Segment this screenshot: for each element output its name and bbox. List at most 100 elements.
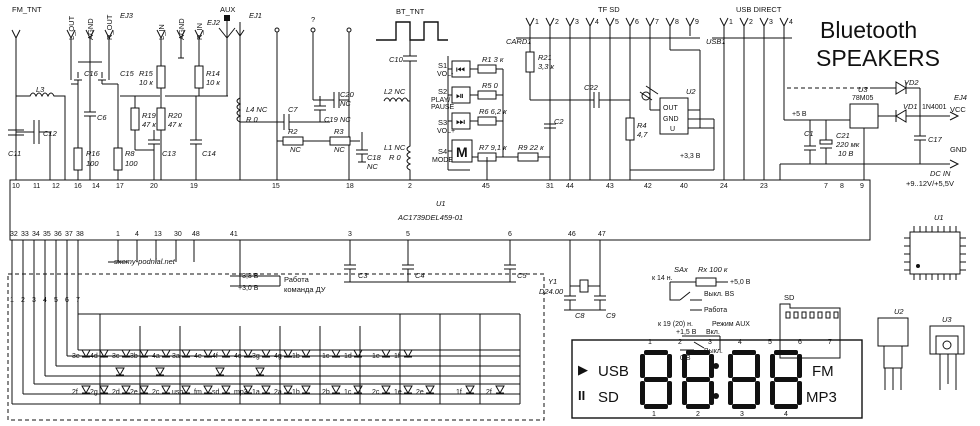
label-r2: R2 <box>288 127 298 136</box>
ic-top-pin: 9 <box>860 183 864 190</box>
label-u2-package: U2 <box>894 307 904 316</box>
led-diode <box>243 385 253 395</box>
segment-bar <box>709 354 714 378</box>
segment-bar <box>640 381 645 405</box>
label-sd-card: SD <box>784 293 795 302</box>
segment-label: 3a <box>172 353 180 360</box>
segment-label: 1a <box>252 389 260 396</box>
segment-label: 4a <box>152 353 160 360</box>
label-r-out: R_OUT <box>105 14 114 40</box>
ic-top-pin: 8 <box>840 183 844 190</box>
label-c12: C12 <box>43 129 58 138</box>
display-digit-pin: 4 <box>784 411 788 418</box>
label-s2-function: PLAY/ <box>431 97 450 104</box>
ic-top-pin: 24 <box>720 183 728 190</box>
led-diode <box>203 349 213 359</box>
label-s3: S3 <box>438 118 447 127</box>
label-c20-nc: NC <box>340 99 351 108</box>
led-diode <box>181 385 191 395</box>
ic-bottom-pin: 6 <box>508 231 512 238</box>
ic-top-pin: 23 <box>760 183 768 190</box>
label-l4: L4 NC <box>246 105 268 114</box>
label-c3: C3 <box>358 271 368 280</box>
led-diode <box>425 385 435 395</box>
led-matrix-enclosure <box>7 273 545 421</box>
label-ej3: EJ3 <box>120 11 134 20</box>
label-s4-function: MODE <box>432 157 453 164</box>
ic-bottom-pin: 33 <box>21 231 29 238</box>
ic-top-pin: 7 <box>824 183 828 190</box>
title-line2: SPEAKERS <box>816 45 940 71</box>
segment-bar <box>732 377 756 382</box>
label-rabota-du: Работа <box>284 275 310 284</box>
segment-label: 1d <box>344 353 352 360</box>
segment-bar <box>667 381 672 405</box>
label-u2-out: OUT <box>663 105 679 112</box>
label-u1-type: AC1739DEL459-01 <box>397 213 463 222</box>
led-diode <box>353 385 363 395</box>
label-s2: S2 <box>438 87 447 96</box>
label-ej2: EJ2 <box>207 18 221 27</box>
led-diode <box>81 385 91 395</box>
ir-receiver <box>625 49 715 180</box>
segment-label: 1b <box>292 353 300 360</box>
label-p30: +3,0 В <box>238 285 259 292</box>
label-r15-value: 10 к <box>139 78 153 87</box>
label-y1: Y1 <box>548 277 557 286</box>
segment-bar <box>755 354 760 378</box>
label-u3: U3 <box>858 85 868 94</box>
label-r20: R20 <box>168 111 183 120</box>
label-dc-in: DC IN <box>930 169 951 178</box>
led-diode <box>301 349 311 359</box>
label-r14-value: 10 к <box>206 78 220 87</box>
label-s1: S1 <box>438 61 447 70</box>
ic-top-pin: 18 <box>346 183 354 190</box>
usb-pin-number: 4 <box>789 19 793 26</box>
led-diode <box>155 367 165 377</box>
segment-label: sd <box>212 389 220 396</box>
label-u2-u: U <box>670 126 675 133</box>
segment-bar <box>774 404 798 409</box>
label-agnd-1: AGND <box>86 18 95 40</box>
led-diode <box>255 367 265 377</box>
play-icon: ▶ <box>578 362 588 377</box>
label-c4: C4 <box>415 271 425 280</box>
segment-bar <box>644 350 668 355</box>
label-rezhim-aux: Режим AUX <box>712 321 750 328</box>
labels: FM_TNT L_OUT AGND R_OUT EJ3 L_IN AGND R_… <box>8 5 967 418</box>
led-matrix-pin: 1 <box>10 297 14 304</box>
ic-bottom-pin: 3 <box>348 231 352 238</box>
ic-bottom-pin: 48 <box>192 231 200 238</box>
label-c15: C15 <box>120 69 135 78</box>
segment-label: 2f <box>486 389 492 396</box>
ic-bottom-pin: 30 <box>174 231 182 238</box>
ic-top-pin: 40 <box>680 183 688 190</box>
led-diode <box>215 367 225 377</box>
label-r3: R3 <box>334 127 344 136</box>
segment-label: 1b <box>292 389 300 396</box>
ic-top-pin: 44 <box>566 183 574 190</box>
segment-label: 2e <box>416 389 424 396</box>
tf-pin-number: 1 <box>535 19 539 26</box>
label-c19: C19 NC <box>324 115 351 124</box>
usb-pin-number: 2 <box>749 19 753 26</box>
label-vykl: Выкл. <box>704 348 723 355</box>
segment-bar <box>732 350 756 355</box>
ic-bottom-pin: 13 <box>154 231 162 238</box>
segment-label: fm <box>194 389 202 396</box>
led-diode <box>99 385 109 395</box>
segment-label: 1e <box>372 353 380 360</box>
main-ic <box>9 179 871 241</box>
label-vd1-type: 1N4001 <box>922 104 947 111</box>
label-l1: L1 NC <box>384 143 406 152</box>
label-c7: C7 <box>288 105 298 114</box>
ic-bottom-pin: 47 <box>598 231 606 238</box>
tf-pin-number: 6 <box>635 19 639 26</box>
segment-bar <box>644 404 668 409</box>
display-frame <box>571 339 863 419</box>
ic-bottom-pin: 46 <box>568 231 576 238</box>
ic-top-pin: 15 <box>272 183 280 190</box>
label-r5: R5 0 <box>482 81 499 90</box>
label-fm: FM <box>812 363 834 380</box>
led-matrix-pin: 3 <box>32 297 36 304</box>
